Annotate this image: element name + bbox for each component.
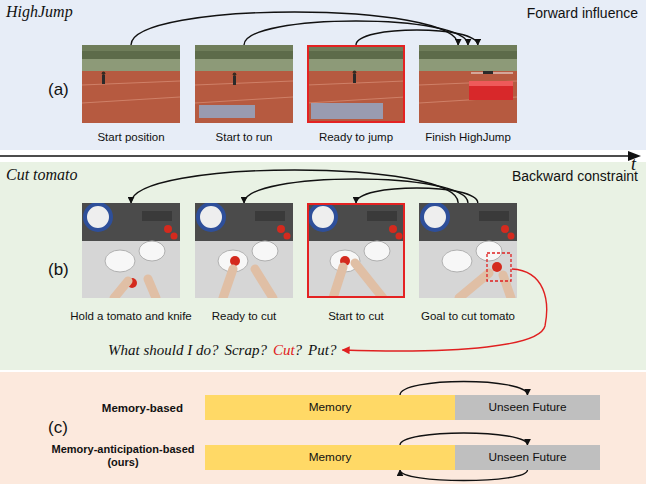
frame-picture <box>82 45 180 123</box>
panel-title: Cut tomato <box>6 166 78 184</box>
row-label: Memory-based <box>60 401 183 415</box>
frame-picture <box>419 203 517 298</box>
influence-arc <box>131 170 458 203</box>
frame-picture <box>195 203 293 298</box>
panel-ground <box>0 372 646 484</box>
question-text: Scrap? <box>224 341 267 359</box>
panel-letter: (a) <box>48 80 69 99</box>
panel-subtitle: Backward constraint <box>512 168 638 184</box>
question-text: ? <box>295 341 303 359</box>
video-frame: Ready to cut <box>195 203 293 298</box>
video-frame: Finish HighJump <box>419 45 517 123</box>
panel-band: Cut tomato Backward constraint (b) Hold a t… <box>0 162 646 370</box>
question-text: Put? <box>308 341 336 359</box>
frame-caption: Ready to cut <box>212 309 277 323</box>
frame-picture <box>82 203 180 298</box>
time-axis <box>0 155 630 157</box>
video-frame: Start position <box>82 45 180 123</box>
frame-caption: Start to cut <box>328 309 384 323</box>
frame-caption: Ready to jump <box>319 130 393 144</box>
panel-band: HighJump Forward influence (a) Start positi… <box>0 0 646 150</box>
frame-caption: Hold a tomato and knife <box>70 309 191 323</box>
panel-title: (c) <box>48 418 68 437</box>
question-text: What should I do? <box>108 341 218 359</box>
bar-label: Unseen Future <box>455 395 600 420</box>
frame-picture <box>307 45 405 123</box>
frame-caption: Start to run <box>216 130 273 144</box>
panel-ground <box>0 0 646 150</box>
axis-label: t <box>631 154 636 174</box>
row-label: Memory-anticipation-based (ours) <box>48 443 198 469</box>
frame-picture <box>419 45 517 123</box>
bar-label: Memory <box>205 395 455 420</box>
panel-letter: (b) <box>48 260 69 279</box>
influence-arc <box>131 12 458 45</box>
timeline-bar: Memory <box>205 395 455 420</box>
influence-arc <box>244 21 468 45</box>
influence-arc <box>400 470 528 481</box>
video-frame: Goal to cut tomato <box>419 203 517 298</box>
question-row: What should I do? Scrap? Cut? Put? <box>108 341 336 359</box>
influence-arc <box>356 30 478 45</box>
bar-label: Memory <box>205 445 455 470</box>
panel-ground <box>0 162 646 370</box>
video-frame: Start to cut <box>307 203 405 298</box>
bar-label: Unseen Future <box>455 445 600 470</box>
frame-caption: Finish HighJump <box>425 130 511 144</box>
timeline-bar: Memory <box>205 445 455 470</box>
panel-subtitle: Forward influence <box>527 5 638 21</box>
frame-picture <box>195 45 293 123</box>
panel-band: (c) MemoryUnseen FutureMemoryUnseen Futur… <box>0 372 646 484</box>
frame-picture <box>307 203 405 298</box>
panel-title: HighJump <box>6 3 73 21</box>
influence-arc <box>244 179 468 203</box>
influence-arc <box>400 433 528 445</box>
question-text: Cut <box>273 341 295 359</box>
influence-arc <box>356 188 478 203</box>
frame-caption: Goal to cut tomato <box>421 309 515 323</box>
frame-caption: Start position <box>97 130 164 144</box>
timeline-bar: Unseen Future <box>455 445 600 470</box>
video-frame: Start to run <box>195 45 293 123</box>
video-frame: Ready to jump <box>307 45 405 123</box>
timeline-bar: Unseen Future <box>455 395 600 420</box>
video-frame: Hold a tomato and knife <box>82 203 180 298</box>
influence-arc <box>400 382 528 396</box>
